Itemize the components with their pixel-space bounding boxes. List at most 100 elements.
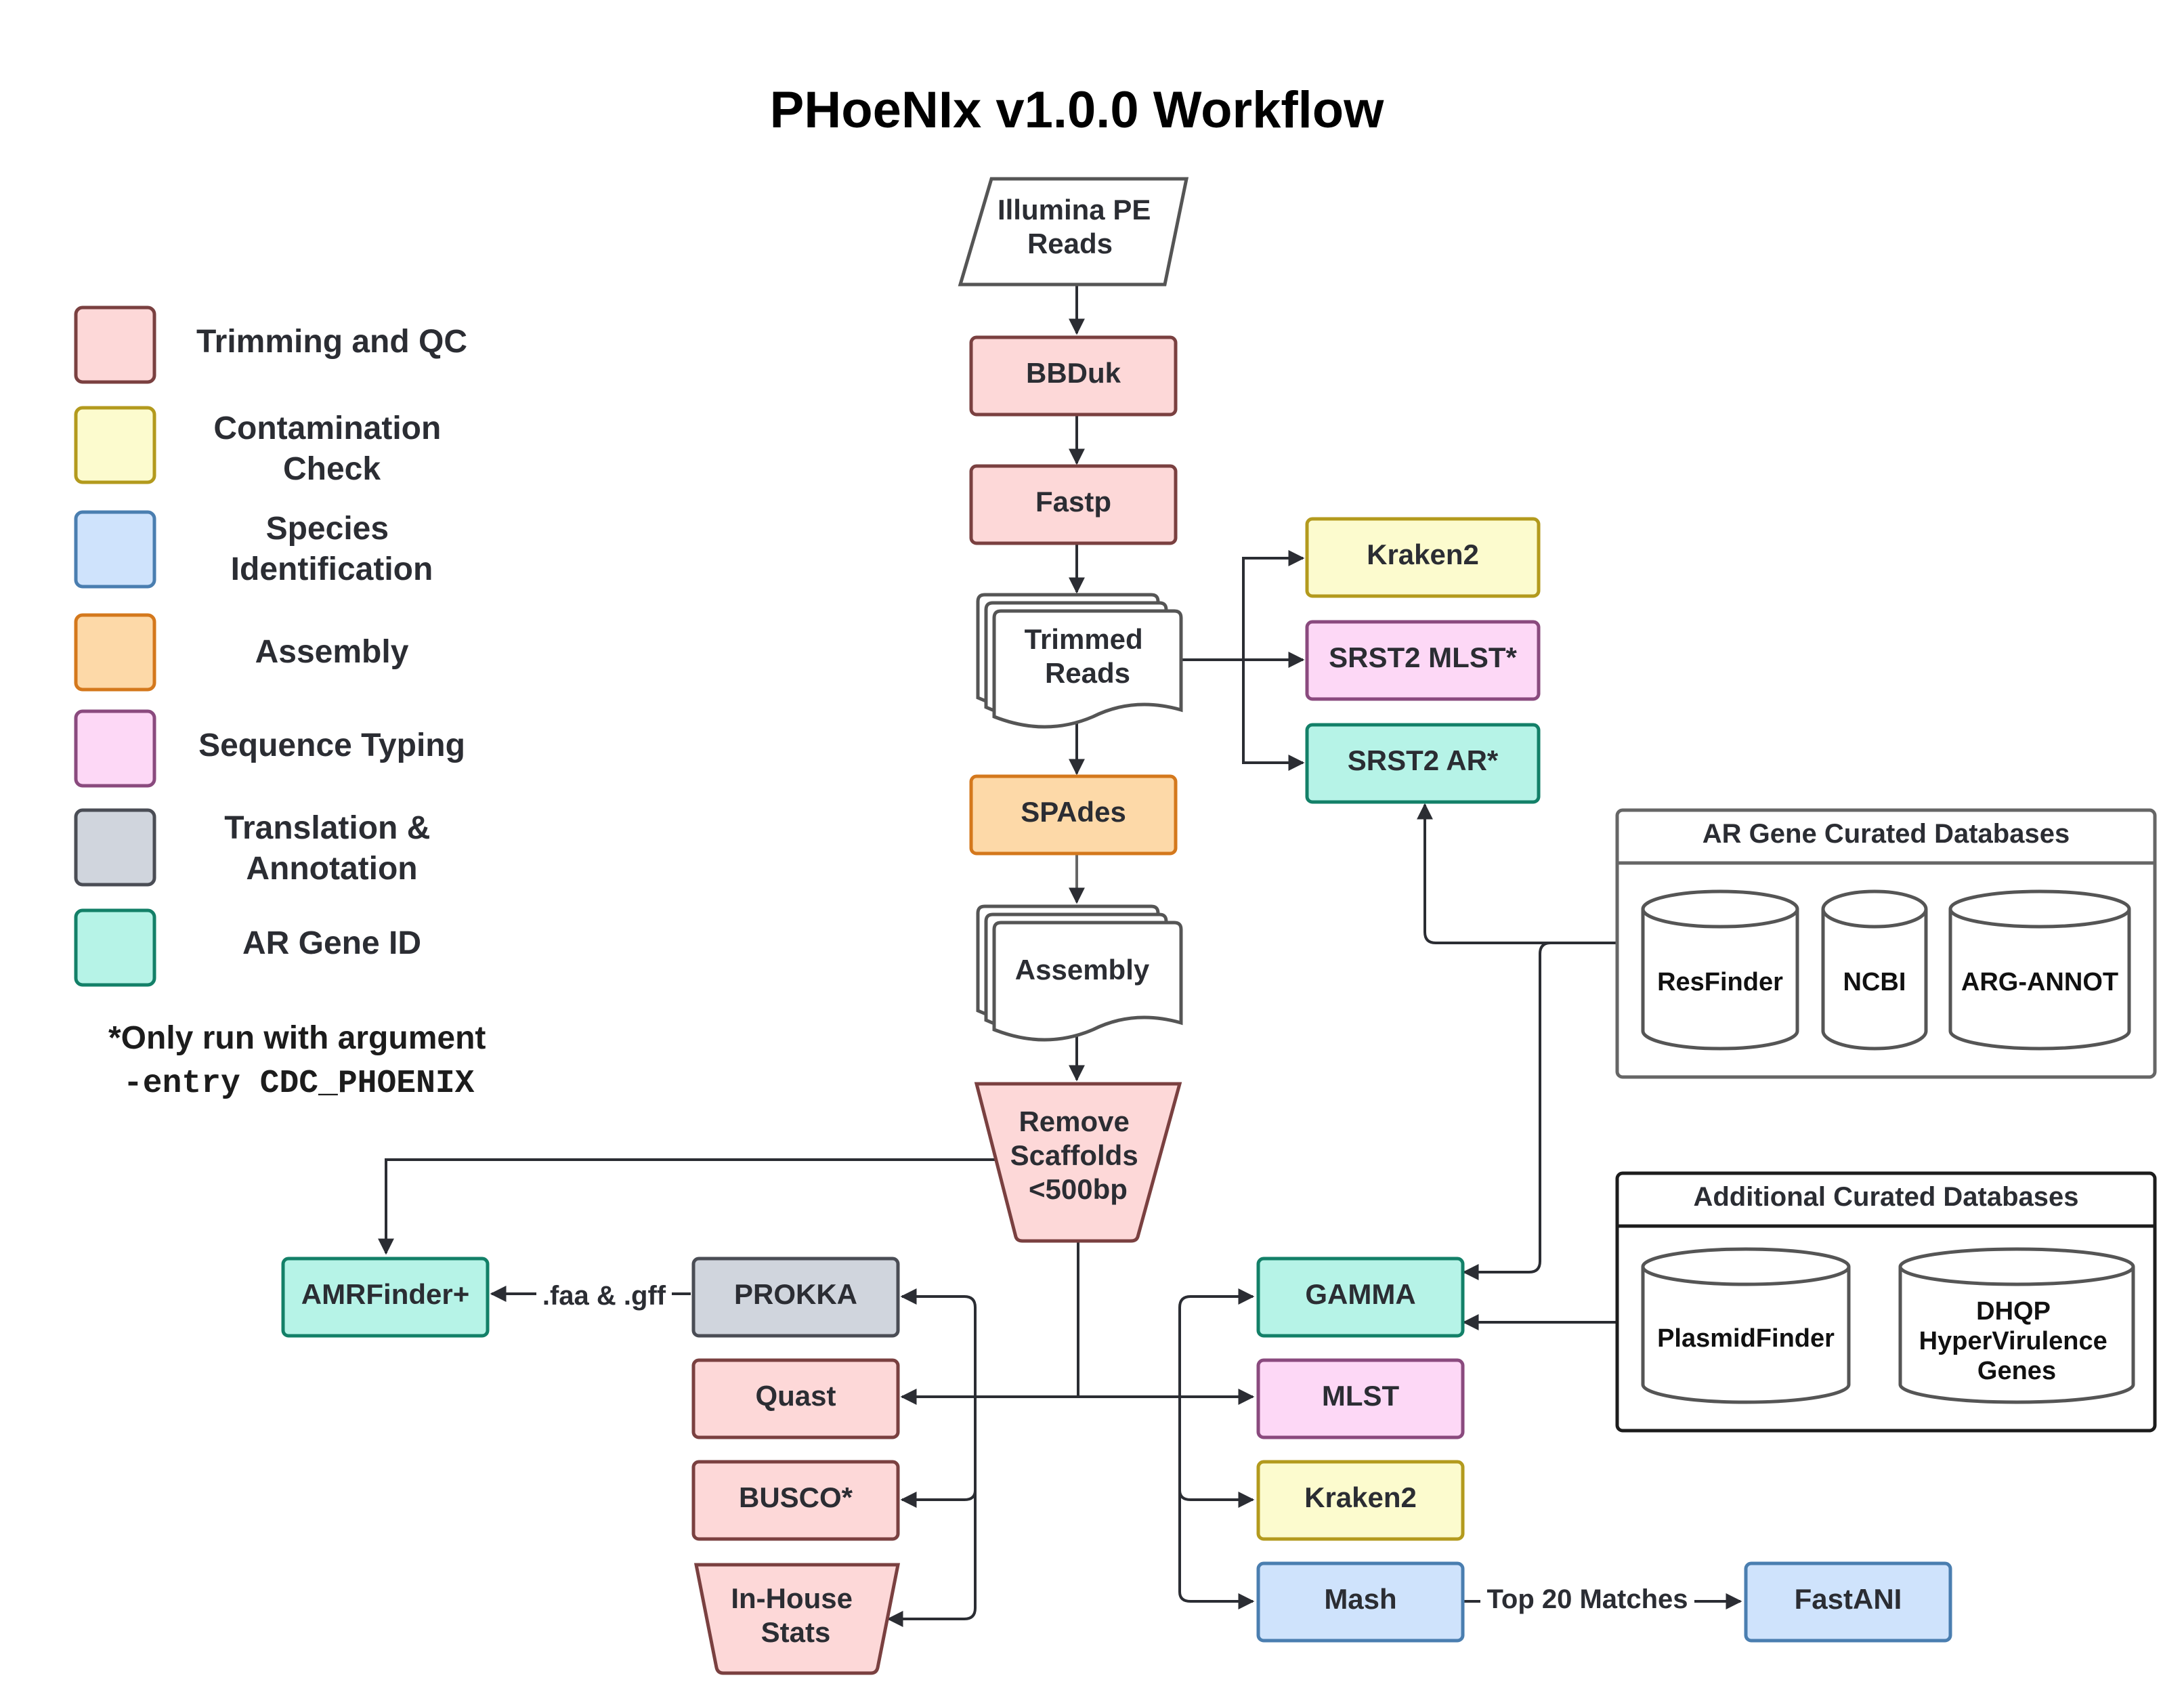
node-mash-label: Mash: [1324, 1583, 1396, 1615]
node-busco-label: BUSCO*: [739, 1481, 853, 1513]
db-dhqp-l2: HyperVirulence: [1919, 1327, 2107, 1355]
node-busco: [691, 1460, 900, 1541]
db-plasmidfinder-label: PlasmidFinder: [1657, 1324, 1835, 1353]
node-bbduk: [969, 335, 1178, 417]
legend-swatch-assembly: [74, 613, 156, 692]
node-input: [958, 177, 1189, 287]
node-mlst: [1256, 1358, 1465, 1439]
node-inhouse-label: In-House Stats: [731, 1582, 860, 1648]
db-dhqp-l3: Genes: [1977, 1357, 2056, 1385]
node-fastp-label: Fastp: [1035, 486, 1111, 518]
node-kraken2-asm-label: Kraken2: [1304, 1481, 1417, 1513]
node-gamma-label: GAMMA: [1305, 1278, 1415, 1310]
cylinder-top: [1898, 1247, 2135, 1286]
db-cylinder-ncbi: [1821, 889, 1928, 1051]
legend-label-trimming: Trimming and QC: [196, 324, 467, 360]
legend-label-annotation-l1: Translation &: [224, 810, 430, 846]
legend-label-assembly: Assembly: [255, 634, 409, 670]
legend-label-argene: AR Gene ID: [242, 925, 421, 961]
db-argannot-label: ARG-ANNOT: [1961, 968, 2118, 996]
node-assembly-doc-front: [992, 921, 1183, 1042]
node-kraken2-asm: [1256, 1460, 1465, 1541]
node-remove-scaffolds-l2: Scaffolds: [1010, 1139, 1138, 1171]
node-fastp: [969, 464, 1178, 545]
cylinder-top: [1641, 889, 1799, 929]
db-dhqp-l1: DHQP: [1976, 1297, 2050, 1326]
legend-swatch-annotation: [74, 808, 156, 887]
node-srst2-ar: [1305, 723, 1541, 804]
node-fastani: [1744, 1561, 1952, 1643]
node-inhouse-l1: In-House: [731, 1582, 853, 1614]
cylinder-body: [1948, 909, 2131, 1051]
node-srst2-mlst-label: SRST2 MLST*: [1329, 641, 1517, 673]
cylinder-body: [1821, 909, 1928, 1051]
node-trimmed-label: Trimmed Reads: [1025, 623, 1151, 689]
legend-label-typing: Sequence Typing: [198, 728, 465, 763]
node-fastani-label: FastANI: [1795, 1583, 1902, 1615]
cylinder-body: [1898, 1267, 2135, 1404]
node-mlst-label: MLST: [1322, 1380, 1400, 1412]
ar-gene-db-title: AR Gene Curated Databases: [1703, 819, 2070, 849]
edge-to-busco: [900, 1397, 977, 1508]
node-bbduk-label: BBDuk: [1026, 357, 1121, 389]
node-quast-label: Quast: [755, 1380, 836, 1412]
node-remove-scaffolds-l1: Remove: [1019, 1105, 1129, 1137]
node-kraken2-reads-label: Kraken2: [1367, 539, 1479, 570]
legend-label-species-l2: Identification: [231, 551, 433, 587]
ar-gene-db-container: AR Gene Curated Databases ResFinder NCBI…: [1615, 808, 2157, 1079]
edge-to-gamma: [1178, 1288, 1255, 1397]
legend-swatch-typing: [74, 709, 156, 788]
legend-swatch-trimming: [74, 305, 156, 384]
node-trimmed-label-l2: Reads: [1045, 657, 1130, 689]
legend: Trimming and QC Contamination Check Spec…: [74, 305, 486, 1102]
node-input-label-l2: Reads: [1027, 228, 1113, 259]
node-trimmed: [976, 593, 1183, 729]
edge-trimmed-srst2-ar: [1242, 660, 1305, 771]
legend-label-species-l1: Species: [266, 511, 389, 547]
db-dhqp-label: DHQP HyperVirulence Genes: [1919, 1297, 2115, 1385]
db-cylinder-resfinder: [1641, 889, 1799, 1051]
node-remove-scaffolds: [974, 1082, 1182, 1243]
edge-to-prokka: [900, 1288, 977, 1397]
node-spades-label: SPAdes: [1021, 796, 1126, 828]
db-cylinder-plasmidfinder: [1641, 1247, 1851, 1404]
edge-label-faa-gff: .faa & .gff: [542, 1281, 666, 1311]
edge-label-top20: Top 20 Matches: [1486, 1584, 1688, 1614]
node-srst2-mlst: [1305, 620, 1541, 701]
additional-db-title: Additional Curated Databases: [1693, 1182, 2078, 1212]
legend-label-contamination-l2: Check: [283, 451, 381, 487]
legend-swatch-argene: [74, 908, 156, 987]
node-gamma: [1256, 1257, 1465, 1338]
legend-note-line1: *Only run with argument: [108, 1020, 486, 1056]
db-ncbi-label: NCBI: [1843, 968, 1906, 996]
legend-label-contamination: Contamination Check: [213, 410, 450, 487]
legend-label-species: Species Identification: [231, 511, 433, 587]
node-amrfinder: [281, 1257, 490, 1338]
node-mash: [1256, 1561, 1465, 1643]
legend-note-line2: -entry CDC_PHOENIX: [123, 1066, 475, 1102]
node-input-label-l1: Illumina PE: [998, 194, 1151, 226]
node-srst2-ar-label: SRST2 AR*: [1348, 744, 1499, 776]
db-resfinder-label: ResFinder: [1657, 968, 1783, 996]
node-input-label: Illumina PE Reads: [998, 194, 1159, 259]
edge-to-kraken2-asm: [1178, 1397, 1255, 1508]
edges: [378, 286, 1742, 1627]
node-trimmed-label-l1: Trimmed: [1025, 623, 1143, 655]
page-title: PHoeNIx v1.0.0 Workflow: [770, 81, 1385, 139]
edge-ardb-gamma: [1462, 942, 1551, 1280]
edge-remove-amrfinder: [378, 1158, 995, 1255]
legend-label-annotation: Translation & Annotation: [224, 810, 439, 887]
cylinder-top: [1641, 1247, 1851, 1286]
legend-swatch-species: [74, 510, 156, 589]
node-remove-scaffolds-l3: <500bp: [1029, 1173, 1128, 1205]
node-spades: [969, 774, 1178, 856]
node-inhouse: [693, 1563, 901, 1675]
node-assembly-label: Assembly: [1015, 954, 1150, 986]
node-inhouse-l2: Stats: [761, 1616, 831, 1648]
edge-ardb-srst2ar: [1417, 803, 1616, 944]
cylinder-body: [1641, 1267, 1851, 1404]
legend-swatch-contamination: [74, 406, 156, 484]
legend-label-contamination-l1: Contamination: [213, 410, 441, 446]
additional-db-container: Additional Curated Databases PlasmidFind…: [1615, 1171, 2157, 1433]
